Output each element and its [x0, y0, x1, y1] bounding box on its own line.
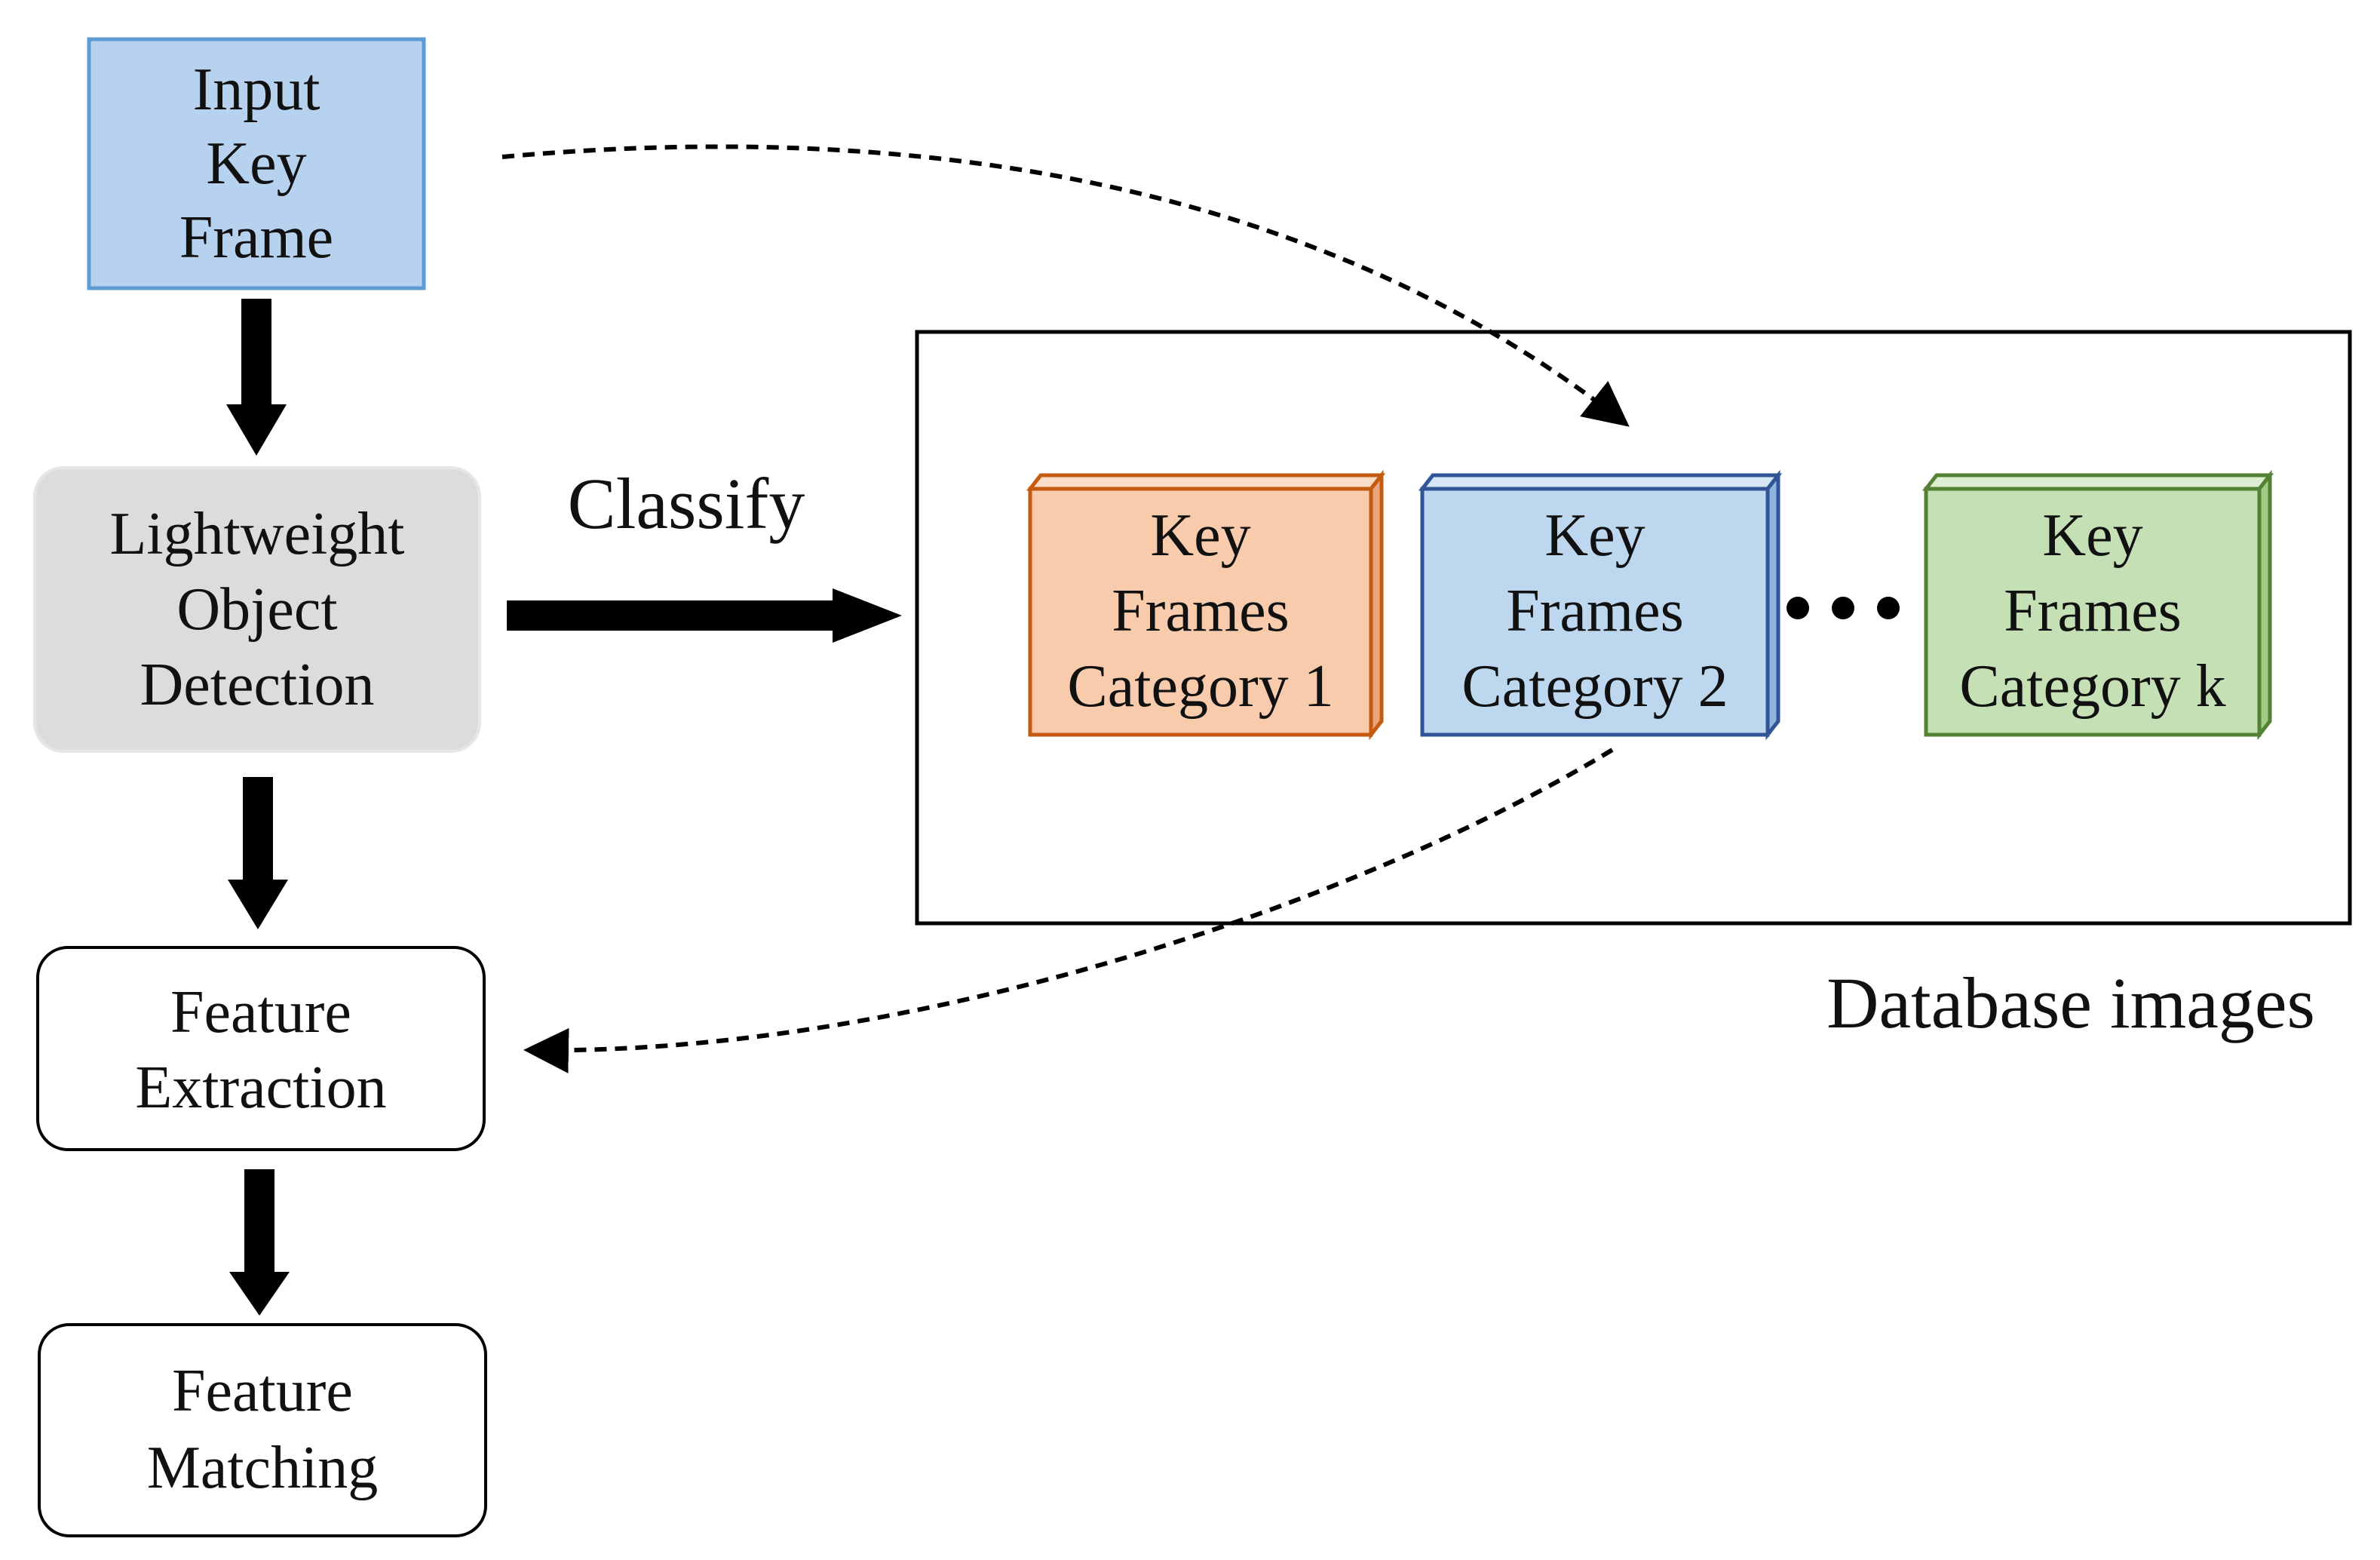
flow-arrow-extraction-to-matching — [229, 1169, 290, 1316]
detection-label-line-2: Object — [176, 576, 337, 643]
classify-arrow — [507, 588, 902, 643]
flow-arrow-detection-to-extraction — [228, 777, 288, 929]
input-label-line-1: Input — [193, 57, 321, 123]
extraction-label-line-1: Feature — [170, 979, 351, 1046]
category-1-line-3: Category 1 — [1067, 653, 1333, 720]
dashed-arrow-input-to-category-2 — [501, 144, 1630, 427]
category-1-line-1: Key — [1150, 502, 1250, 569]
feature-extraction-node: Feature Extraction — [36, 946, 486, 1151]
matching-label-line-2: Matching — [147, 1435, 379, 1501]
category-ellipsis — [1787, 597, 1900, 619]
category-k-box: Key Frames Category k — [1921, 469, 2274, 741]
category-2-line-1: Key — [1544, 502, 1645, 569]
category-k-line-2: Frames — [2004, 578, 2182, 644]
category-2-box: Key Frames Category 2 — [1418, 469, 1783, 741]
input-label-line-2: Key — [206, 131, 306, 197]
detection-label-line-3: Detection — [140, 652, 375, 718]
database-container — [915, 330, 2352, 926]
detection-label-line-1: Lightweight — [109, 501, 404, 567]
classify-label: Classify — [568, 463, 805, 544]
matching-label-line-1: Feature — [172, 1358, 353, 1424]
flow-arrow-input-to-detection — [226, 299, 287, 456]
category-1-box: Key Frames Category 1 — [1026, 469, 1386, 741]
dashed-arrow-category-2-to-extraction — [523, 748, 1614, 1073]
database-images-label: Database images — [1826, 963, 2315, 1043]
input-label-line-3: Frame — [179, 204, 333, 271]
category-1-line-2: Frames — [1112, 578, 1290, 644]
feature-extraction-box — [36, 946, 486, 1151]
category-k-line-3: Category k — [1959, 653, 2225, 720]
object-detection-node: Lightweight Object Detection — [33, 466, 481, 753]
feature-matching-box — [38, 1323, 487, 1537]
object-detection-box — [33, 466, 481, 753]
input-key-frame-box — [87, 37, 426, 290]
input-key-frame-node: Input Key Frame — [87, 37, 426, 290]
extraction-label-line-2: Extraction — [135, 1055, 386, 1121]
feature-matching-node: Feature Matching — [38, 1323, 487, 1537]
category-k-line-1: Key — [2042, 502, 2142, 569]
category-2-line-3: Category 2 — [1461, 653, 1728, 720]
category-2-line-2: Frames — [1506, 578, 1684, 644]
